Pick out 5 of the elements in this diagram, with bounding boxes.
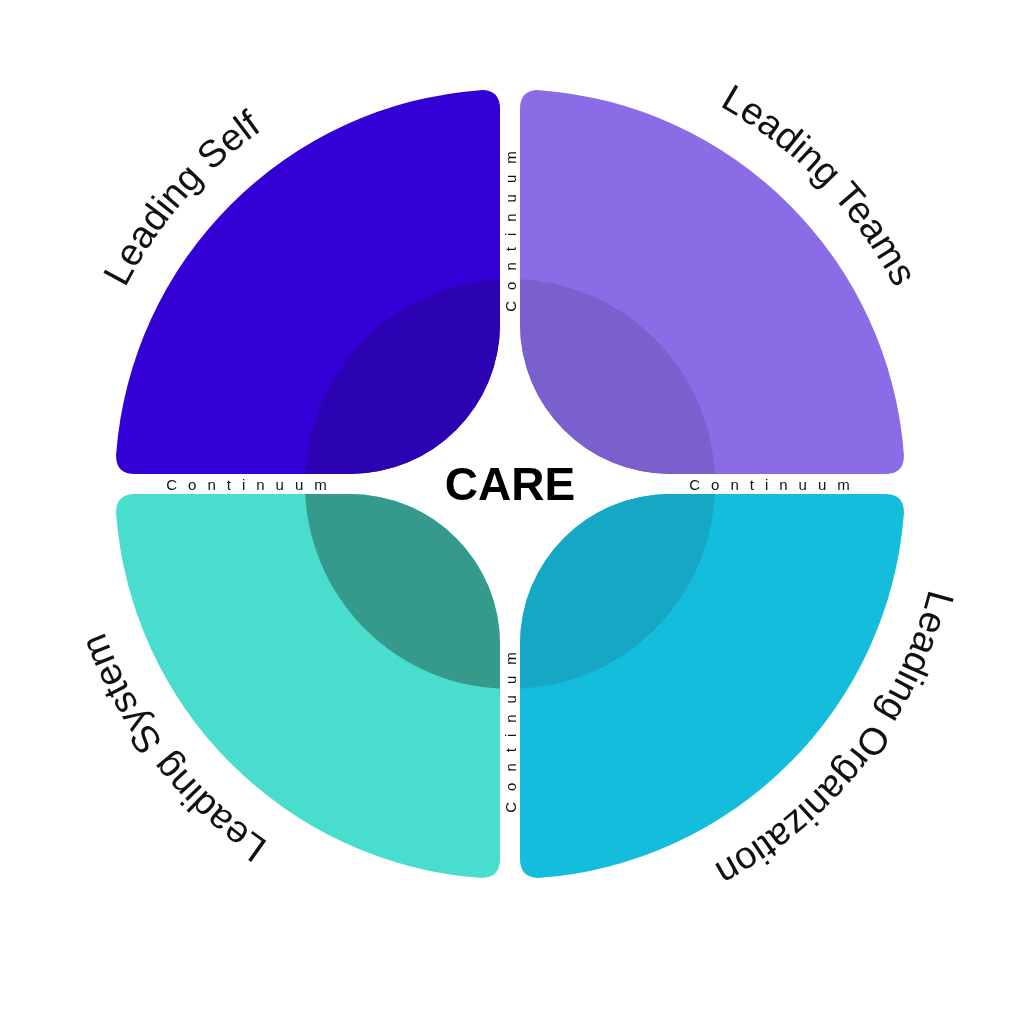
gap-label: Continuum	[501, 641, 519, 813]
center-title: CARE	[444, 458, 576, 510]
gap-label: Continuum	[501, 140, 519, 312]
gap-label: Continuum	[689, 475, 861, 493]
gap-label: Continuum	[166, 475, 338, 493]
